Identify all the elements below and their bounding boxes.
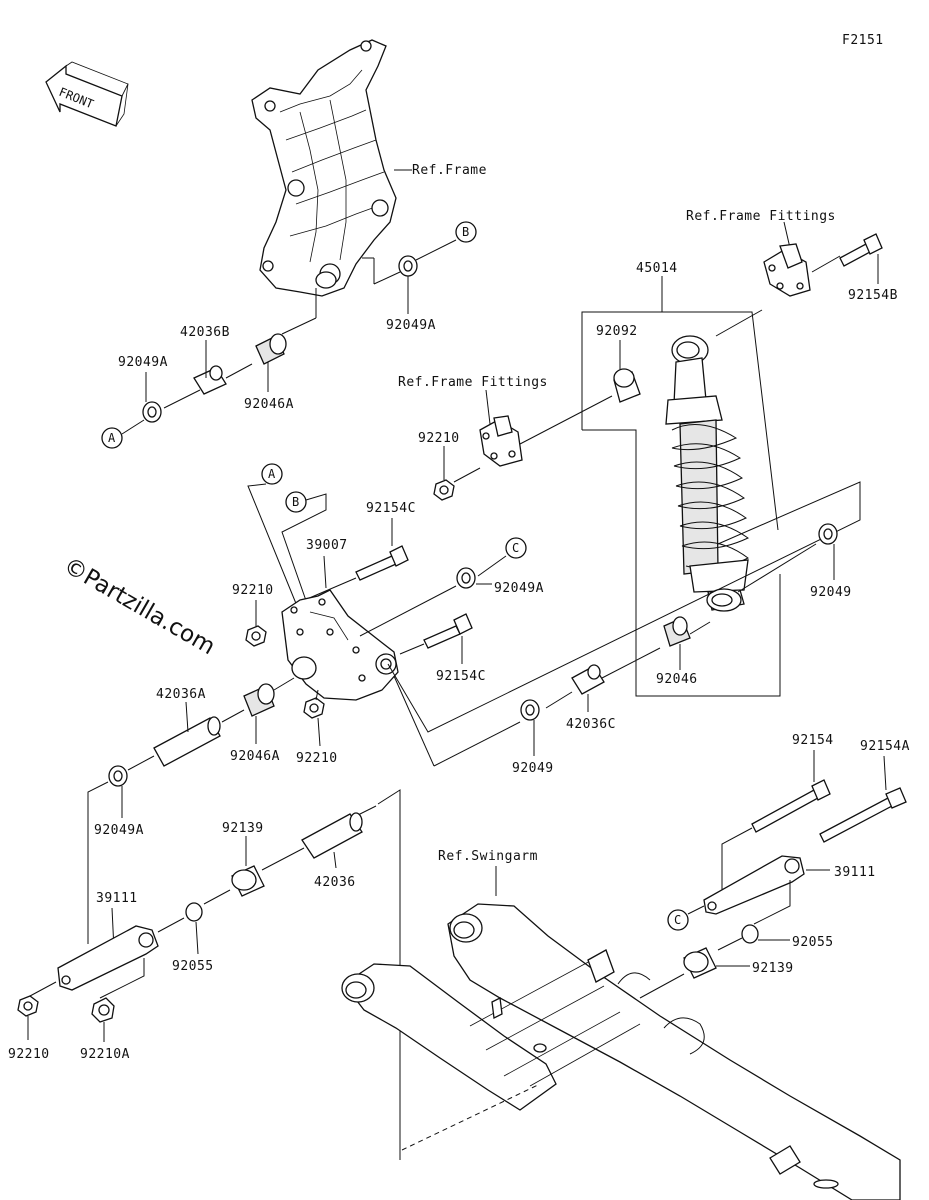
label-39111-right: 39111: [834, 865, 876, 880]
svg-text:A: A: [268, 467, 276, 481]
callout-a-left: [101, 427, 123, 449]
label-92049a-left: 92049A: [118, 355, 168, 370]
washer-92049a-top: [398, 255, 418, 277]
label-39111-left: 39111: [96, 891, 138, 906]
circlip-92055-right: [741, 924, 759, 944]
callout-c-right: [667, 909, 689, 931]
washer-92049a-low: [108, 765, 128, 787]
nut-92210-low: [303, 697, 325, 719]
bolt-92154: [751, 779, 831, 833]
shock-absorber-45014: [665, 335, 749, 612]
label-92046a-low: 92046A: [230, 749, 280, 764]
washer-92049a-left: [142, 401, 162, 423]
label-42036c: 42036C: [566, 717, 616, 732]
label-92210-low: 92210: [296, 751, 338, 766]
callout-b-top: [455, 221, 477, 243]
label-92055-right: 92055: [792, 935, 834, 950]
label-92139-right: 92139: [752, 961, 794, 976]
ref-frame-label: Ref.Frame: [412, 163, 487, 178]
label-92046: 92046: [656, 672, 698, 687]
ref-swingarm-label: Ref.Swingarm: [438, 849, 538, 864]
label-92049-low: 92049: [512, 761, 554, 776]
bushing-92139-right: [683, 947, 717, 979]
bracket-39007: [281, 589, 399, 701]
frame-fitting-upper: [763, 243, 811, 297]
bushing-42036: [301, 812, 363, 859]
bushing-92139-left: [231, 865, 265, 897]
label-92049a-mid: 92049A: [494, 581, 544, 596]
diagram-id: F2151: [842, 33, 884, 48]
front-arrow-icon: FRONT: [45, 61, 129, 127]
frame-fitting-mid: [479, 415, 523, 467]
label-42036: 42036: [314, 875, 356, 890]
bolt-92154b: [839, 233, 883, 267]
nut-92210-top: [433, 479, 455, 501]
collar-42036b: [193, 365, 227, 395]
svg-text:B: B: [292, 495, 299, 509]
bearing-92046: [663, 616, 691, 647]
label-92154a: 92154A: [860, 739, 910, 754]
collar-42036c: [571, 664, 605, 695]
label-42036a: 42036A: [156, 687, 206, 702]
callout-b-mid: [285, 491, 307, 513]
label-92092: 92092: [596, 324, 638, 339]
svg-text:C: C: [674, 913, 681, 927]
nut-92210a: [91, 997, 115, 1023]
bearing-92046a-top: [255, 333, 287, 365]
nut-92210-bottom-left: [17, 995, 39, 1017]
svg-text:C: C: [512, 541, 519, 555]
ref-frame-fittings-mid: Ref.Frame Fittings: [398, 375, 548, 390]
bearing-92046a-low: [243, 683, 275, 717]
bolt-92154a: [819, 787, 907, 843]
label-92210-bottom-left: 92210: [8, 1047, 50, 1062]
bolt-92154c-top: [355, 545, 409, 581]
frame-part: [251, 39, 397, 297]
label-92049-right: 92049: [810, 585, 852, 600]
ref-frame-fittings-upper: Ref.Frame Fittings: [686, 209, 836, 224]
svg-text:A: A: [108, 431, 116, 445]
rod-39111-left: [57, 925, 159, 991]
label-92049a-low: 92049A: [94, 823, 144, 838]
label-92046a-top: 92046A: [244, 397, 294, 412]
label-92049a-top: 92049A: [386, 318, 436, 333]
label-92210a: 92210A: [80, 1047, 130, 1062]
swingarm-part: [341, 903, 901, 1200]
label-92154: 92154: [792, 733, 834, 748]
label-92055-left: 92055: [172, 959, 214, 974]
svg-text:B: B: [462, 225, 469, 239]
washer-92049a-mid: [456, 567, 476, 589]
label-92210-left: 92210: [232, 583, 274, 598]
bushing-42036a: [153, 716, 221, 767]
label-42036b: 42036B: [180, 325, 230, 340]
bolt-92154c-mid: [423, 613, 473, 649]
bushing-92092: [613, 368, 641, 403]
label-92139-left: 92139: [222, 821, 264, 836]
circlip-92055-left: [185, 902, 203, 922]
washer-92049-right: [818, 523, 838, 545]
label-39007: 39007: [306, 538, 348, 553]
label-92154c-top: 92154C: [366, 501, 416, 516]
rod-39111-right: [703, 855, 805, 915]
nut-92210-left: [245, 625, 267, 647]
label-45014: 45014: [636, 261, 678, 276]
watermark: ©Partzilla.com: [59, 553, 219, 661]
label-92154b: 92154B: [848, 288, 898, 303]
washer-92049-low: [520, 699, 540, 721]
label-92210-top: 92210: [418, 431, 460, 446]
callout-a-mid: [261, 463, 283, 485]
label-92154c-mid: 92154C: [436, 669, 486, 684]
callout-c-mid: [505, 537, 527, 559]
